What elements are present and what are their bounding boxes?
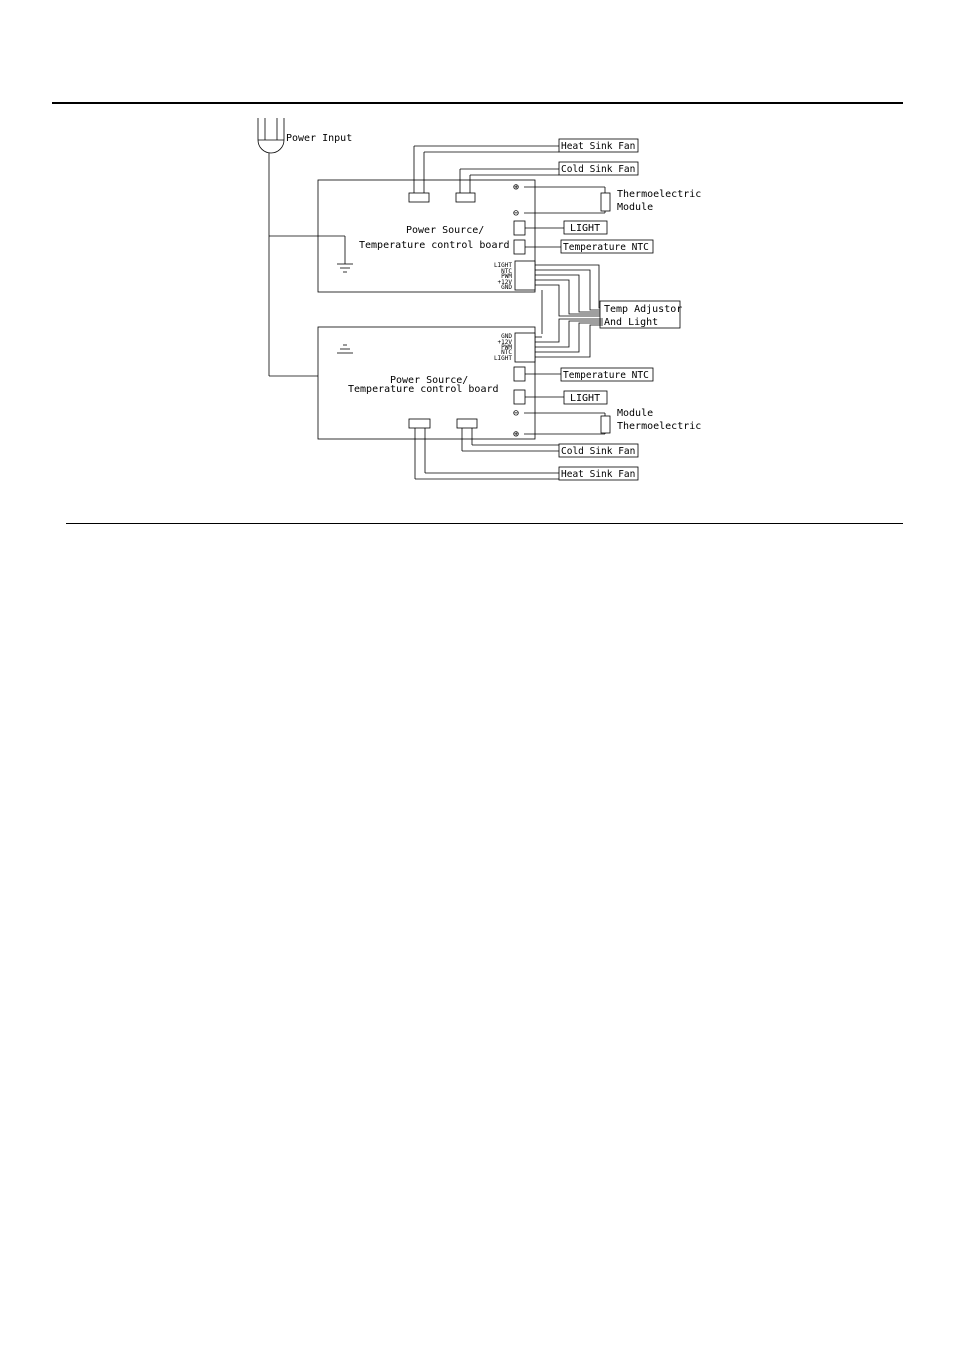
top-minus-terminal: ⊖ bbox=[513, 208, 519, 219]
top-cold-sink-fan-box bbox=[558, 161, 639, 176]
ground-symbol-top bbox=[337, 263, 353, 273]
top-pin-ntc: NTC bbox=[501, 268, 512, 275]
top-control-board bbox=[317, 179, 536, 293]
top-board-title-1: Power Source/ bbox=[406, 225, 484, 236]
top-light-connector bbox=[513, 220, 526, 236]
bottom-plus-terminal: ⊕ bbox=[513, 429, 519, 440]
bottom-board-title-1: Power Source/ bbox=[390, 375, 468, 386]
top-thermo-label-1: Thermoelectric bbox=[617, 189, 701, 200]
bottom-signal-wires bbox=[535, 318, 603, 358]
bottom-heat-fan-connector bbox=[408, 418, 431, 429]
temp-adjustor-box bbox=[599, 300, 681, 329]
bottom-light-box bbox=[563, 390, 608, 405]
bottom-pin-header bbox=[514, 332, 536, 363]
bottom-control-board bbox=[317, 326, 536, 440]
bottom-cold-sink-fan-box bbox=[558, 443, 639, 458]
bottom-light-connector bbox=[513, 389, 526, 405]
top-light-box bbox=[563, 220, 608, 235]
bottom-pin-12v: +12V bbox=[498, 339, 513, 346]
bottom-pin-light: LIGHT bbox=[494, 355, 512, 362]
bottom-heat-sink-fan-label: Heat Sink Fan bbox=[561, 469, 635, 480]
top-pin-light: LIGHT bbox=[494, 262, 512, 269]
bottom-thermo-label-1: Module bbox=[617, 408, 653, 419]
top-pin-12v: +12V bbox=[498, 279, 513, 286]
bottom-minus-terminal: ⊖ bbox=[513, 408, 519, 419]
top-heat-sink-fan-label: Heat Sink Fan bbox=[561, 141, 635, 152]
top-thermo-label-2: Module bbox=[617, 202, 653, 213]
top-pin-header bbox=[514, 260, 536, 291]
bottom-light-label: LIGHT bbox=[570, 393, 600, 404]
bottom-pin-ntc: NTC bbox=[501, 349, 512, 356]
top-temperature-ntc-box bbox=[560, 239, 654, 254]
power-plug bbox=[257, 118, 285, 154]
bottom-pin-pwm: PWM bbox=[501, 344, 512, 351]
bottom-heat-sink-fan-box bbox=[558, 466, 639, 481]
bottom-rule bbox=[66, 523, 903, 524]
top-heat-fan-connector bbox=[408, 192, 430, 203]
top-board-title-2: Temperature control board bbox=[359, 240, 510, 251]
top-pin-gnd: GND bbox=[501, 284, 512, 291]
bottom-cold-fan-connector bbox=[456, 418, 478, 429]
top-temperature-ntc-label: Temperature NTC bbox=[563, 242, 649, 253]
bottom-thermoelectric-module bbox=[600, 415, 611, 434]
top-cold-sink-fan-label: Cold Sink Fan bbox=[561, 164, 635, 175]
top-rule bbox=[52, 102, 903, 104]
power-input-label: Power Input bbox=[286, 133, 352, 144]
top-plus-terminal: ⊕ bbox=[513, 182, 519, 193]
top-heat-sink-fan-box bbox=[558, 138, 639, 153]
top-ntc-connector bbox=[513, 239, 526, 255]
ground-symbol-bottom bbox=[337, 344, 353, 354]
top-light-label: LIGHT bbox=[570, 223, 600, 234]
top-cold-fan-connector bbox=[455, 192, 476, 203]
bottom-temperature-ntc-label: Temperature NTC bbox=[563, 370, 649, 381]
bottom-thermo-label-2: Thermoelectric bbox=[617, 421, 701, 432]
top-thermoelectric-module bbox=[600, 192, 611, 212]
bottom-board-title-2: Temperature control board bbox=[348, 384, 499, 395]
bottom-ntc-connector bbox=[513, 366, 526, 382]
top-pin-pwm: PWM bbox=[501, 273, 512, 280]
temp-adjustor-label-1: Temp Adjustor bbox=[604, 304, 682, 315]
bottom-pin-gnd: GND bbox=[501, 333, 512, 340]
temp-adjustor-label-2: And Light bbox=[604, 317, 658, 328]
bottom-temperature-ntc-box bbox=[560, 367, 654, 382]
bottom-cold-sink-fan-label: Cold Sink Fan bbox=[561, 446, 635, 457]
